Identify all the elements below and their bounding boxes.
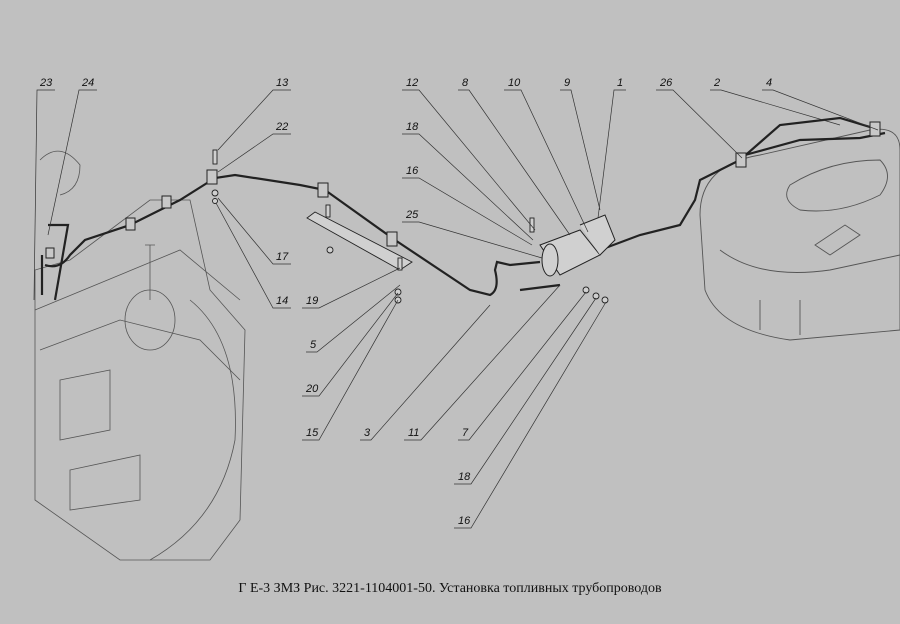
leader-line-16 bbox=[402, 177, 533, 246]
leader-line-13 bbox=[217, 89, 291, 151]
callout-label-26: 26 bbox=[660, 77, 673, 89]
leader-line-2 bbox=[710, 89, 841, 126]
leader-line-9 bbox=[560, 89, 601, 211]
callout-label-20: 20 bbox=[306, 383, 319, 395]
pipe-clips bbox=[45, 121, 881, 259]
leader-line-10 bbox=[504, 89, 589, 233]
fuel-pipe bbox=[40, 116, 886, 301]
engine-outline bbox=[34, 150, 246, 561]
fuel-tank-outline bbox=[699, 128, 900, 341]
callout-label-12: 12 bbox=[406, 77, 419, 89]
leader-line-17 bbox=[217, 197, 291, 265]
callout-label-25: 25 bbox=[406, 209, 419, 221]
callout-label-3: 3 bbox=[364, 427, 371, 439]
callout-label-5: 5 bbox=[310, 339, 317, 351]
callout-label-16: 16 bbox=[458, 515, 471, 527]
callout-label-4: 4 bbox=[766, 77, 773, 89]
callout-label-13: 13 bbox=[276, 77, 289, 89]
leader-line-14 bbox=[215, 202, 291, 309]
leader-line-7 bbox=[458, 291, 587, 441]
leader-line-18 bbox=[454, 297, 597, 485]
callout-label-8: 8 bbox=[462, 77, 469, 89]
leader-line-4 bbox=[762, 89, 879, 131]
leader-line-16 bbox=[454, 301, 607, 529]
figure-caption: Г Е-3 ЗМЗ Рис. 3221-1104001-50. Установк… bbox=[238, 581, 662, 596]
leader-line-8 bbox=[458, 89, 571, 236]
fuel-filter bbox=[539, 214, 616, 277]
leader-lines bbox=[33, 89, 879, 529]
callout-label-18: 18 bbox=[458, 471, 471, 483]
leader-line-24 bbox=[47, 89, 97, 236]
callout-label-7: 7 bbox=[462, 427, 469, 439]
leader-line-5 bbox=[306, 284, 401, 353]
leader-line-26 bbox=[656, 89, 743, 159]
callout-label-17: 17 bbox=[276, 251, 289, 263]
callout-label-15: 15 bbox=[306, 427, 319, 439]
callout-label-22: 22 bbox=[276, 121, 289, 133]
leader-line-22 bbox=[217, 133, 291, 173]
callout-label-23: 23 bbox=[40, 77, 53, 89]
leader-line-11 bbox=[404, 284, 561, 441]
leader-line-12 bbox=[402, 89, 536, 231]
callout-label-1: 1 bbox=[617, 77, 624, 89]
callout-label-9: 9 bbox=[564, 77, 571, 89]
callout-label-18: 18 bbox=[406, 121, 419, 133]
callout-label-16: 16 bbox=[406, 165, 419, 177]
leader-line-23 bbox=[33, 89, 55, 301]
leader-line-15 bbox=[302, 299, 399, 441]
callout-label-19: 19 bbox=[306, 295, 319, 307]
leader-line-3 bbox=[360, 304, 491, 441]
leader-line-1 bbox=[597, 89, 626, 219]
callout-label-24: 24 bbox=[82, 77, 95, 89]
leader-line-20 bbox=[302, 292, 399, 397]
leader-line-19 bbox=[302, 267, 401, 309]
leader-line-18 bbox=[402, 133, 534, 241]
callout-label-10: 10 bbox=[508, 77, 521, 89]
callout-label-14: 14 bbox=[276, 295, 289, 307]
callout-label-11: 11 bbox=[408, 427, 420, 439]
leader-line-25 bbox=[402, 221, 543, 259]
callout-label-2: 2 bbox=[714, 77, 721, 89]
